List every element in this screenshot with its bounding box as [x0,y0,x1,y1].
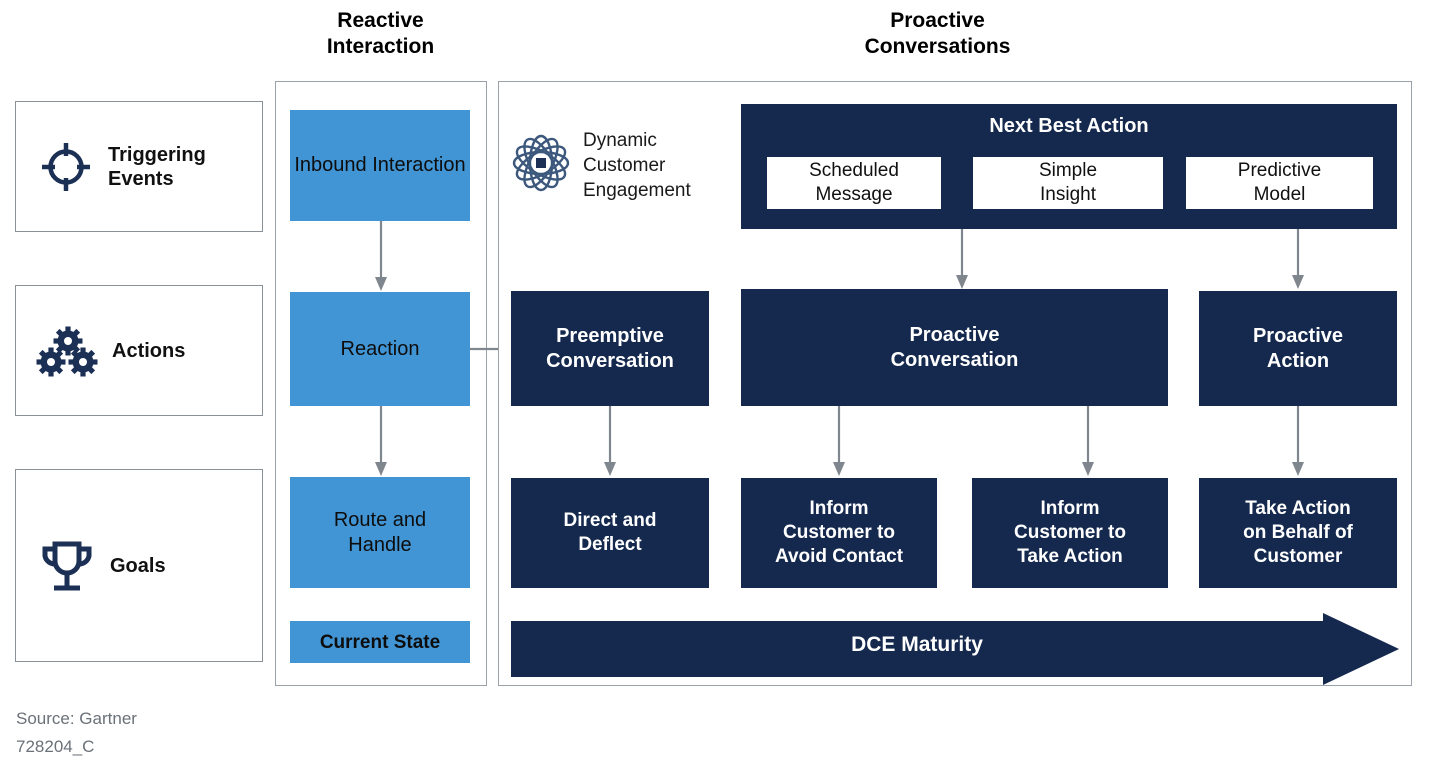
row-label-actions: Actions [15,285,263,416]
arrow-nba-to-proactive-conversation [956,229,968,289]
dce-label: Dynamic Customer Engagement [583,128,743,203]
reactive-box-label: Route and Handle [333,508,427,556]
action-box-proactive-conversation[interactable]: Proactive Conversation [741,289,1168,406]
dce-line3: Engagement [583,180,691,201]
nba-item-predictive-model[interactable]: Predictive Model [1185,156,1374,210]
arrow-proactive-conv-to-take-action [1082,406,1094,476]
header-reactive-interaction: Reactive Interaction [278,8,483,60]
row-label-triggering-events: Triggering Events [15,101,263,232]
action-box-label: Preemptive Conversation [546,324,674,372]
arrow-preemptive-to-direct-deflect [604,406,616,476]
action-box-label: Proactive Conversation [890,323,1019,371]
target-icon [38,139,94,195]
dce-maturity-label: DCE Maturity [851,633,983,656]
row-label-text: Triggering Events [108,143,206,190]
action-box-label: Proactive Action [1252,324,1344,372]
reactive-box-label: Current State [319,631,441,653]
arrow-reaction-to-route [375,406,387,476]
goal-box-take-action-on-behalf[interactable]: Take Action on Behalf of Customer [1199,478,1397,588]
header-reactive-line2: Interaction [326,35,435,58]
nba-item-label: Simple Insight [1038,160,1098,205]
nba-item-scheduled-message[interactable]: Scheduled Message [766,156,942,210]
action-box-preemptive-conversation[interactable]: Preemptive Conversation [511,291,709,406]
header-reactive-line1: Reactive [337,9,424,32]
goal-box-label: Direct and Deflect [563,510,657,555]
trophy-icon [38,536,96,596]
arrow-nba-to-proactive-action [1292,229,1304,289]
nba-item-label: Predictive Model [1237,160,1322,205]
goal-box-label: Inform Customer to Take Action [1014,498,1126,567]
row-label-text: Actions [112,339,186,362]
goal-box-inform-take-action[interactable]: Inform Customer to Take Action [972,478,1168,588]
row-label-text: Goals [110,554,166,577]
atom-icon [510,132,572,194]
action-box-proactive-action[interactable]: Proactive Action [1199,291,1397,406]
reactive-box-current-state[interactable]: Current State [290,621,470,663]
next-best-action-title: Next Best Action [989,115,1149,137]
row-label-goals: Goals [15,469,263,662]
reactive-box-route-and-handle[interactable]: Route and Handle [290,477,470,588]
arrow-inbound-to-reaction [375,221,387,291]
header-proactive-conversations: Proactive Conversations [780,8,1095,60]
goal-box-label: Take Action on Behalf of Customer [1243,498,1353,567]
footer-code: 728204_C [16,737,95,756]
reactive-box-label: Inbound Interaction [294,154,466,176]
dce-line1: Dynamic [583,130,657,151]
goal-box-direct-and-deflect[interactable]: Direct and Deflect [511,478,709,588]
goal-box-label: Inform Customer to Avoid Contact [774,498,904,567]
reactive-box-reaction[interactable]: Reaction [290,292,470,406]
nba-item-label: Scheduled Message [809,160,899,205]
dce-maturity-arrow [511,613,1399,685]
dce-line2: Customer [583,155,666,176]
gears-icon [36,324,98,378]
footer-source: Source: Gartner [16,709,137,728]
header-proactive-line1: Proactive [890,9,985,32]
header-proactive-line2: Conversations [864,35,1011,58]
arrow-proactive-conv-to-avoid-contact [833,406,845,476]
reactive-box-label: Reaction [340,337,420,360]
goal-box-inform-avoid-contact[interactable]: Inform Customer to Avoid Contact [741,478,937,588]
footer: Source: Gartner 728204_C [16,705,137,761]
arrow-proactive-action-to-behalf-of-customer [1292,406,1304,476]
nba-item-simple-insight[interactable]: Simple Insight [972,156,1164,210]
reactive-box-inbound-interaction[interactable]: Inbound Interaction [290,110,470,221]
